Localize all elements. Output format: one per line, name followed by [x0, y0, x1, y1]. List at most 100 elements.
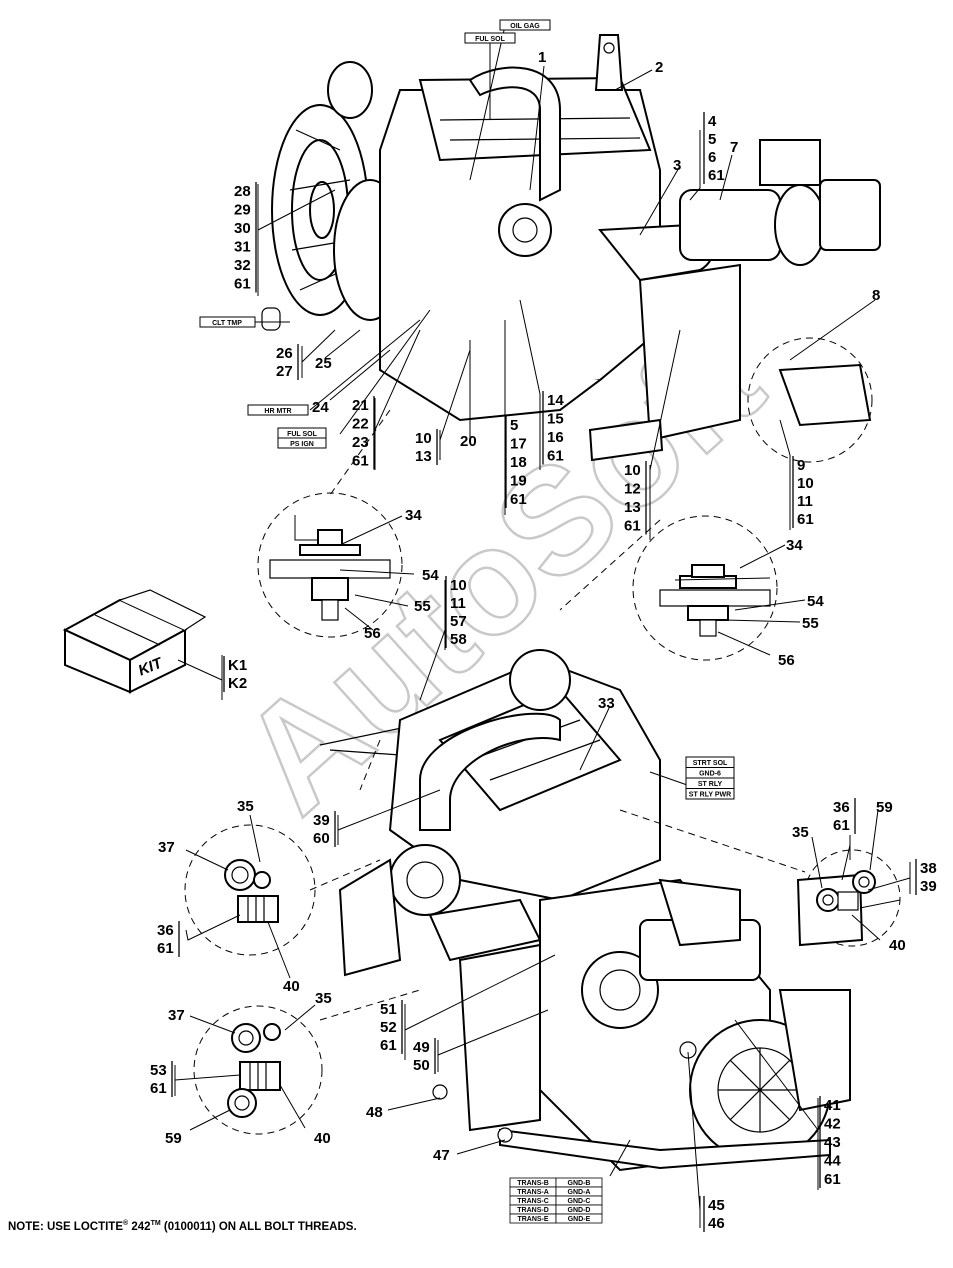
callout-c5_61-2: 18 [510, 454, 527, 471]
callout-c10_58-3: 58 [450, 631, 467, 648]
callout-c10_58-1: 11 [450, 595, 466, 612]
callout-c26_27-0: 26 [276, 345, 293, 362]
trans-table-cell: TRANS-E [517, 1216, 548, 1223]
callout-c14_61-0: 14 [547, 392, 564, 409]
tag-oil-gag: OIL GAG [499, 19, 551, 31]
callout-59b: 59 [165, 1130, 182, 1147]
callout-c10b-2: 13 [624, 499, 641, 516]
callout-c9_61-1: 10 [797, 475, 814, 492]
callout-c38_39-0: 38 [920, 860, 937, 877]
callout-34a: 34 [405, 507, 422, 524]
tag-st-rly-text: ST RLY [698, 781, 723, 788]
trans-table-cell: GND-A [568, 1189, 591, 1196]
note-prefix: NOTE: USE LOCTITE [8, 1220, 123, 1233]
callout-c14_61-2: 16 [547, 429, 564, 446]
tag-hr-mtr-text: HR MTR [264, 408, 291, 415]
callout-48: 48 [366, 1104, 383, 1121]
detail-fitting-lower [193, 1005, 323, 1135]
callout-c5_61-1: 17 [510, 436, 527, 453]
trans-table-cell: GND-C [568, 1198, 591, 1205]
callout-25: 25 [315, 355, 332, 372]
callout-c36_61a-1: 61 [157, 940, 174, 957]
callout-c41_61-2: 43 [824, 1134, 841, 1151]
note-registered-mark: ® [123, 1220, 129, 1227]
callout-35b: 35 [792, 824, 809, 841]
tag-gnd6-text: GND-6 [699, 771, 721, 778]
callout-c28_61-3: 31 [234, 239, 251, 256]
callout-c9_61-0: 9 [797, 457, 805, 474]
callout-37a: 37 [158, 839, 175, 856]
detail-right-mount [632, 515, 778, 661]
callout-c53_61-1: 61 [150, 1080, 167, 1097]
callout-c41_61-0: 41 [824, 1097, 841, 1114]
callout-24: 24 [312, 399, 329, 416]
callout-2: 2 [655, 59, 663, 76]
callout-c38_39-1: 39 [920, 878, 937, 895]
callout-c36_61b-0: 36 [833, 799, 850, 816]
callout-c36_61a-0: 36 [157, 922, 174, 939]
callout-34b: 34 [786, 537, 803, 554]
callout-c10_13-0: 10 [415, 430, 432, 447]
callout-c10b-0: 10 [624, 462, 641, 479]
trans-table-cell-box [555, 1213, 603, 1224]
callout-55a: 55 [414, 598, 431, 615]
tag-st-rly-pwr-text: ST RLY PWR [689, 792, 731, 799]
callout-33: 33 [598, 695, 615, 712]
tag-ful-sol-2-text: FUL SOL [287, 431, 318, 438]
callout-c10_58-0: 10 [450, 577, 467, 594]
callout-kit-0: K1 [228, 657, 247, 674]
callout-c41_61-3: 44 [824, 1153, 841, 1170]
trans-table-cell: TRANS-A [517, 1189, 549, 1196]
callout-c26_27-1: 27 [276, 363, 293, 380]
callout-c5_61-4: 61 [510, 491, 527, 508]
callout-c41_61-1: 42 [824, 1116, 841, 1133]
callout-c28_61-1: 29 [234, 202, 251, 219]
callout-c10b-1: 12 [624, 481, 641, 498]
callout-c21_61-0: 21 [352, 397, 369, 414]
callout-c10_58-2: 57 [450, 613, 467, 630]
callout-c10b-3: 61 [624, 518, 641, 535]
upper-engine-illustration [261, 34, 881, 462]
stacked-callouts: 4566128293031326126272122236110135171819… [150, 112, 937, 1232]
callout-54a: 54 [422, 567, 439, 584]
tag-clt-tmp-text: CLT TMP [212, 320, 242, 327]
callout-55b: 55 [802, 615, 819, 632]
callout-c28_61-2: 30 [234, 220, 251, 237]
callout-c45_46-0: 45 [708, 1197, 725, 1214]
tag-strt-sol-text: STRT SOL [693, 760, 728, 767]
callout-c14_61-1: 15 [547, 411, 564, 428]
callout-35c: 35 [315, 990, 332, 1007]
callout-37b: 37 [168, 1007, 185, 1024]
tag-ful-sol-ps-ign: FUL SOL PS IGN [277, 427, 327, 449]
callout-c14_61-3: 61 [547, 448, 564, 465]
lower-engine-illustration [319, 649, 901, 1172]
callout-8: 8 [872, 287, 880, 304]
callout-c51_61-0: 51 [380, 1001, 397, 1018]
trans-table-cell: TRANS-B [517, 1180, 549, 1187]
callout-20: 20 [460, 433, 477, 450]
callout-59a: 59 [876, 799, 893, 816]
trans-table-cell: GND-E [568, 1216, 591, 1223]
callout-35a: 35 [237, 798, 254, 815]
callout-c5_61-0: 5 [510, 417, 518, 434]
callout-c4_61-3: 61 [708, 167, 725, 184]
note-trademark: TM [150, 1220, 161, 1227]
callout-c28_61-5: 61 [234, 276, 251, 293]
callout-c4_61-0: 4 [708, 113, 717, 130]
callout-c51_61-1: 52 [380, 1019, 397, 1036]
